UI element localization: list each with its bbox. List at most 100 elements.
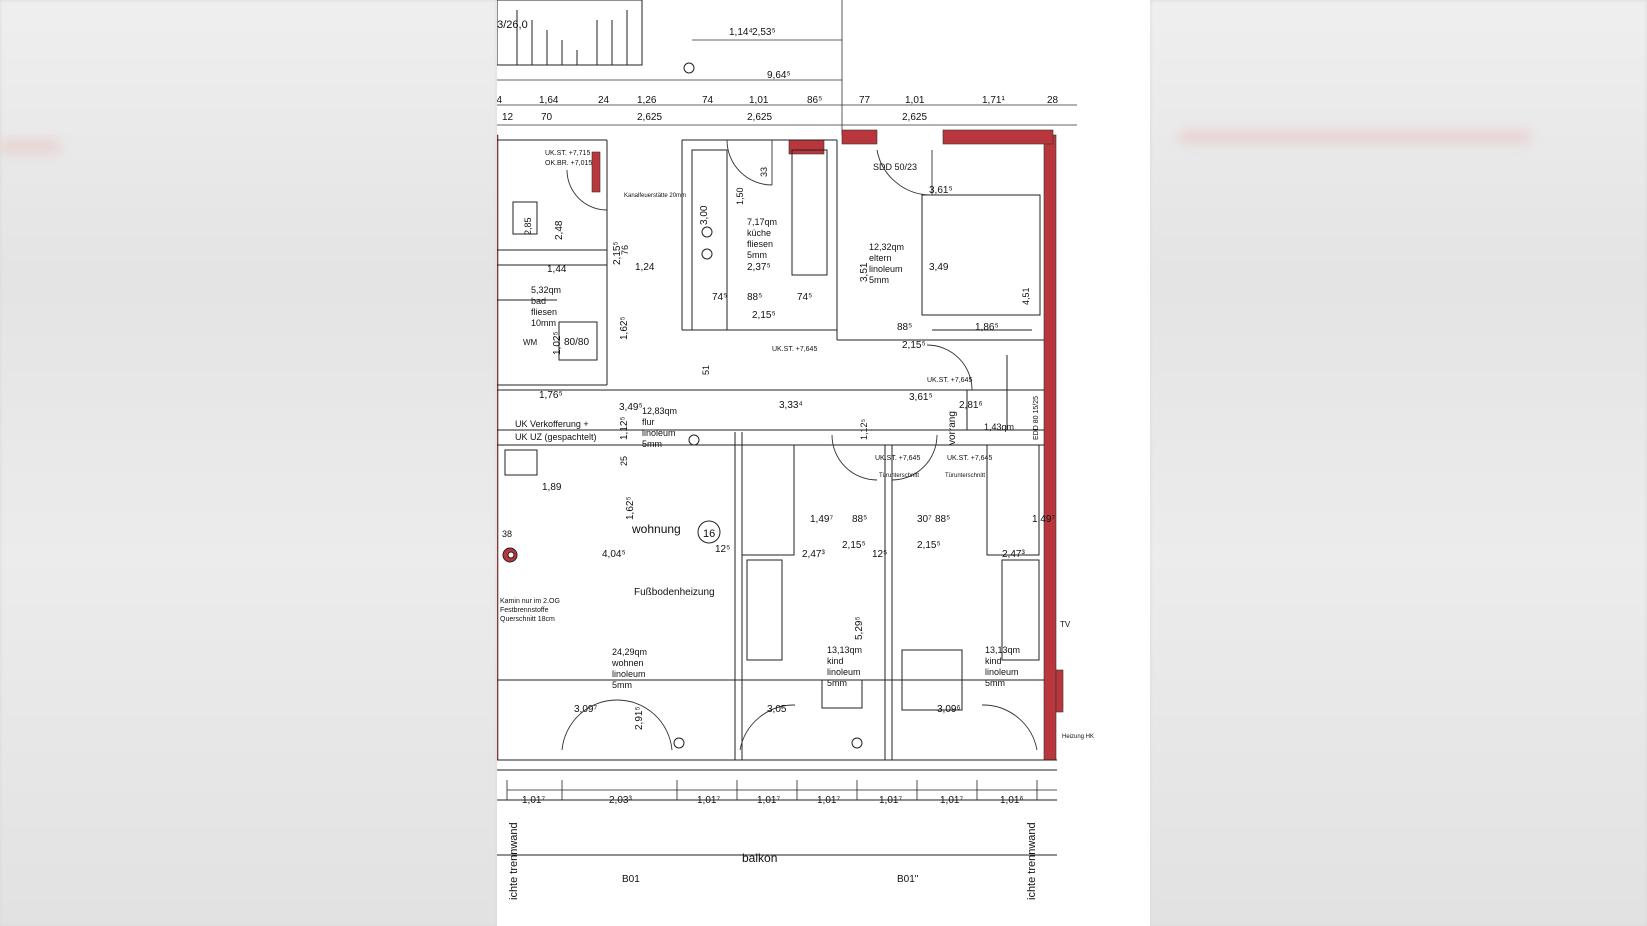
eltern-floor: linoleum xyxy=(869,264,903,274)
dim1-2: 24 xyxy=(598,95,610,106)
note-tuer1: Türunterschnitt xyxy=(879,473,919,479)
flur-thickness: 5mm xyxy=(642,439,662,449)
note-uk-verk: UK Verkofferung + xyxy=(515,419,589,429)
flur-floor: linoleum xyxy=(642,428,676,438)
floor-plan: 83/26,0 1,14⁴ 2,53⁵ 9,64⁵ 24 1,64 24 1,2… xyxy=(497,0,1150,926)
partition-left: ichte trennwand xyxy=(508,822,520,900)
kind1-247: 2,47³ xyxy=(802,549,825,560)
kind2-149: 1,49⁷ xyxy=(1032,514,1055,525)
door-885-c: 88⁵ xyxy=(852,514,867,525)
flur-area: 12,83qm xyxy=(642,406,677,416)
bad-area: 5,32qm xyxy=(531,285,561,295)
exterior-walls xyxy=(497,129,1064,761)
balcony-code-1: B01" xyxy=(897,874,919,885)
bottom-dim-0: 1,01⁷ xyxy=(522,795,545,806)
note-ukst-eltern: UK.ST. +7,645 xyxy=(927,377,972,384)
bad-thickness: 10mm xyxy=(531,318,556,328)
door-215-d: 2,15⁵ xyxy=(917,540,941,551)
kueche-floor: fliesen xyxy=(747,239,773,249)
dim-307: 30⁷ xyxy=(917,514,932,525)
dim-112: 1,12⁵ xyxy=(619,416,630,440)
door-74-a: 74⁵ xyxy=(712,292,727,303)
dim1-1: 1,64 xyxy=(539,95,559,106)
bottom-dim-5: 1,01⁷ xyxy=(879,795,902,806)
wohnen-309: 3,09⁷ xyxy=(574,704,597,715)
door-74-b: 74⁵ xyxy=(797,292,812,303)
kueche-thickness: 5mm xyxy=(747,250,767,260)
flur-width: 3,49⁵ xyxy=(619,402,643,413)
note-ukst-mid2: UK.ST. +7,645 xyxy=(947,455,992,462)
blurred-wall-left xyxy=(0,140,60,154)
stairs-top xyxy=(497,0,643,66)
dim2-0: 12 xyxy=(502,112,514,123)
kind1-149: 1,49⁷ xyxy=(810,514,833,525)
note-tuer2: Türunterschnitt xyxy=(945,473,985,479)
dim1-3: 1,26 xyxy=(637,95,657,106)
room-kueche: 7,17qm küche fliesen 5mm 2,37⁵ xyxy=(747,217,777,273)
room-kind-1: 13,13qm kind linoleum 5mm 3,05 1,49⁷ 2,4… xyxy=(767,514,862,715)
door-12-a: 12⁵ xyxy=(715,544,730,555)
door-215-b: 2,15⁵ xyxy=(902,340,926,351)
vorraum-label: vorrang xyxy=(947,411,958,445)
apartment-label: wohnung xyxy=(631,522,681,536)
dim-102: 1,02⁵ xyxy=(552,331,563,355)
bottom-dim-4: 1,01⁷ xyxy=(817,795,840,806)
eltern-height: 3,49 xyxy=(929,262,949,273)
eltern-451: 4,51 xyxy=(1021,287,1031,305)
bottom-dim-6: 1,01⁷ xyxy=(940,795,963,806)
bad-width: 1,44 xyxy=(547,264,567,275)
dim1-10: 28 xyxy=(1047,95,1059,106)
door-885-b: 88⁵ xyxy=(897,322,912,333)
flur-name: flur xyxy=(642,417,655,427)
partition-right: ichte trennwand xyxy=(1026,822,1038,900)
fixtures xyxy=(502,62,863,749)
apartment-number: 16 xyxy=(703,528,715,540)
wohnen-189: 1,89 xyxy=(542,482,562,493)
eltern-351: 3,51 xyxy=(859,262,870,282)
wohnen-floor: linoleum xyxy=(612,669,646,679)
top-dim-1: 2,53⁵ xyxy=(752,27,776,38)
eltern-thickness: 5mm xyxy=(869,275,889,285)
blurred-background-right xyxy=(1150,0,1647,926)
bad-floor: fliesen xyxy=(531,307,557,317)
dim1-7: 77 xyxy=(859,95,871,106)
room-eltern: 12,32qm eltern linoleum 5mm 3,49 3,61⁵ 1… xyxy=(869,185,999,333)
door-215-a: 2,15⁵ xyxy=(752,310,776,321)
eltern-186: 1,86⁵ xyxy=(975,322,999,333)
note-okbr: OK.BR. +7,015 xyxy=(545,160,592,167)
dim1-9: 1,71¹ xyxy=(982,95,1005,106)
bottom-dim-2: 1,01⁷ xyxy=(697,795,720,806)
dim-51: 51 xyxy=(701,365,711,375)
kamin-note-3: Querschnitt 18cm xyxy=(500,616,555,623)
bottom-dim-7: 1,01⁶ xyxy=(1000,795,1024,806)
dim2-1: 70 xyxy=(541,112,553,123)
dim2-3: 2,625 xyxy=(747,112,772,123)
note-uk-uz: UK UZ (gespachtelt) xyxy=(515,432,597,442)
dim-162b: 1,62⁵ xyxy=(625,496,636,520)
wohnen-thickness: 5mm xyxy=(612,680,632,690)
eltern-area: 12,32qm xyxy=(869,242,904,252)
interior-walls xyxy=(497,139,1057,856)
kamin-note-1: Kamin nur im 2.OG xyxy=(500,598,560,605)
kind2-247: 2,47³ xyxy=(1002,549,1025,560)
eltern-width: 3,61⁵ xyxy=(929,185,953,196)
door-885-a: 88⁵ xyxy=(747,292,762,303)
bad-176: 1,76⁵ xyxy=(539,390,563,401)
kind2-floor: linoleum xyxy=(985,667,1019,677)
dim-38: 38 xyxy=(502,529,512,539)
kueche-width: 2,37⁵ xyxy=(747,262,771,273)
bad-285: 2,85 xyxy=(523,217,533,235)
note-ukst1: UK.ST. +7,715 xyxy=(545,150,590,157)
note-kachel: Kanalfeuerstätte 20mm xyxy=(624,193,686,199)
dim1-6: 86⁵ xyxy=(807,95,822,106)
kind1-thickness: 5mm xyxy=(827,678,847,688)
note-sdd: SDD 50/23 xyxy=(873,162,917,172)
bad-height: 2,48 xyxy=(554,220,565,240)
balcony-dim-ticks xyxy=(506,780,1057,800)
dim-124: 1,24 xyxy=(635,262,655,273)
kind1-area: 13,13qm xyxy=(827,645,862,655)
dim-33: 33 xyxy=(759,167,769,177)
floor-heating: Fußbodenheizung xyxy=(634,587,715,598)
top-dim-2: 9,64⁵ xyxy=(767,70,791,81)
note-edd: EDD 80 15/25 xyxy=(1033,396,1040,440)
